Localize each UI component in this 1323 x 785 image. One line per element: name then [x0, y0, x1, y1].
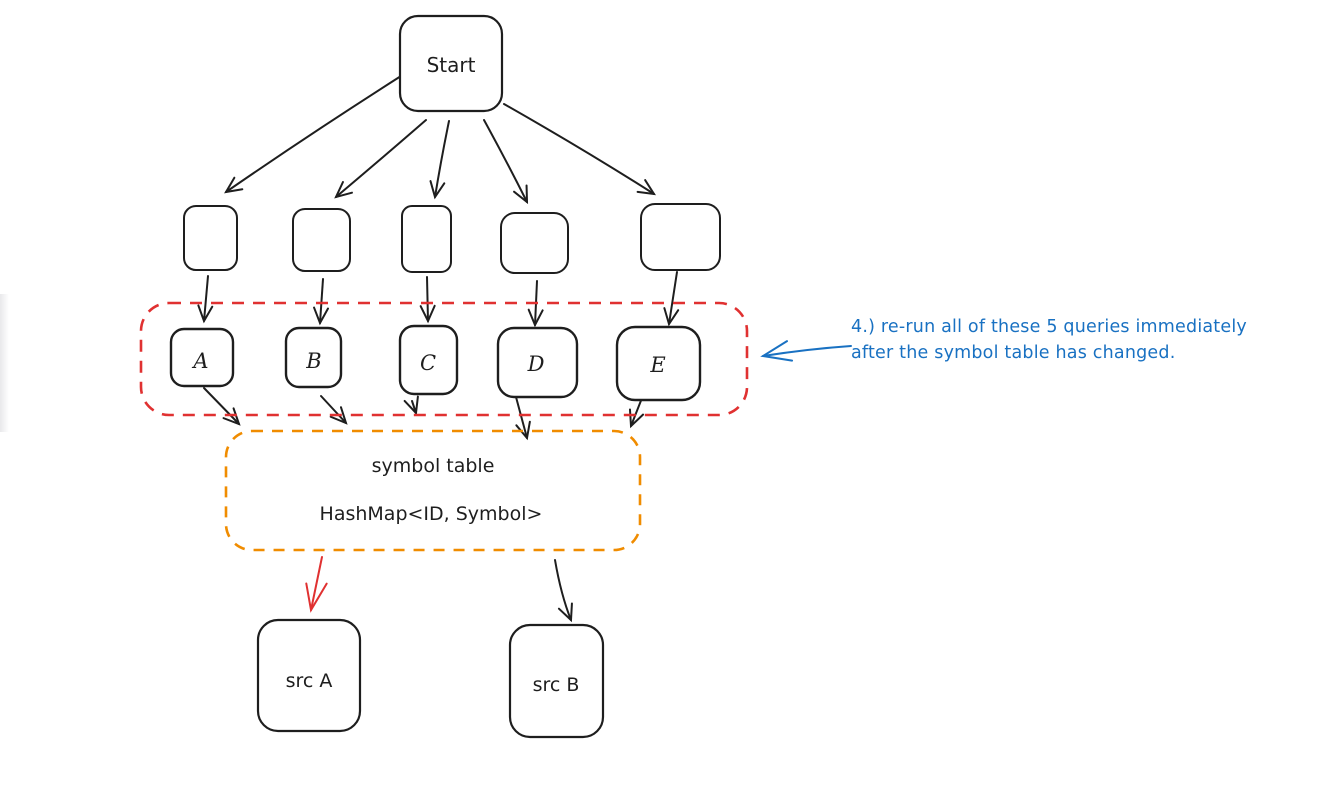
node-symbol-table[interactable]: symbol table HashMap<ID, Symbol>	[224, 429, 642, 552]
window-edge-artifact	[0, 294, 9, 432]
arrow-c-to-symbol-table[interactable]	[403, 395, 419, 416]
node-query-c-label: C	[420, 351, 436, 375]
annotation-line-1: 4.) re-run all of these 5 queries immedi…	[851, 317, 1247, 337]
query-box-1[interactable]	[183, 205, 238, 271]
node-query-a-label: A	[191, 349, 208, 373]
arrow-a-to-symbol-table[interactable]	[203, 387, 241, 426]
node-src-b-box	[508, 623, 605, 739]
node-src-b-label: src B	[533, 674, 580, 696]
arrow-query1-to-a[interactable]	[197, 275, 214, 324]
node-query-e[interactable]: E	[615, 325, 702, 402]
arrow-start-to-query5[interactable]	[503, 103, 656, 196]
node-query-e-box	[615, 325, 702, 402]
annotation-note[interactable]: 4.) re-run all of these 5 queries immedi…	[851, 314, 1247, 366]
node-query-b[interactable]: B	[284, 326, 343, 389]
node-query-a[interactable]: A	[169, 327, 235, 388]
rerun-group-outline[interactable]	[139, 301, 749, 417]
symbol-table-type: HashMap<ID, Symbol>	[320, 503, 543, 525]
node-query-c[interactable]: C	[398, 324, 459, 396]
arrow-b-to-symbol-table[interactable]	[320, 395, 348, 425]
node-query-d-box	[496, 326, 579, 399]
arrow-start-to-query1[interactable]	[224, 75, 402, 194]
arrow-start-to-query4[interactable]	[483, 119, 529, 205]
arrow-start-to-query3[interactable]	[429, 120, 450, 200]
node-src-a-box	[256, 618, 362, 733]
node-query-e-label: E	[649, 353, 665, 377]
symbol-table-title: symbol table	[372, 455, 495, 477]
annotation-arrow[interactable]	[760, 340, 852, 362]
arrow-query3-to-c[interactable]	[419, 276, 436, 324]
node-start-label: Start	[427, 53, 476, 77]
arrow-query5-to-e[interactable]	[663, 271, 680, 327]
node-query-c-box	[398, 324, 459, 396]
node-src-a[interactable]: src A	[256, 618, 362, 733]
query-box-4[interactable]	[500, 212, 569, 274]
node-query-b-label: B	[305, 349, 321, 373]
node-start[interactable]: Start	[398, 14, 504, 113]
query-box-5[interactable]	[640, 203, 721, 271]
arrow-d-to-symbol-table[interactable]	[515, 396, 531, 441]
arrow-symbol-table-to-src-a[interactable]	[305, 556, 328, 613]
node-src-b[interactable]: src B	[508, 623, 605, 739]
symbol-table-outline	[224, 429, 642, 552]
node-query-d[interactable]: D	[496, 326, 579, 399]
arrow-query2-to-b[interactable]	[313, 278, 330, 326]
node-start-box	[398, 14, 504, 113]
arrow-start-to-query2[interactable]	[334, 119, 427, 199]
query-box-2[interactable]	[292, 208, 351, 272]
node-query-b-box	[284, 326, 343, 389]
node-query-a-box	[169, 327, 235, 388]
query-box-3[interactable]	[401, 205, 452, 273]
annotation-line-2: after the symbol table has changed.	[851, 343, 1176, 363]
node-query-d-label: D	[527, 352, 545, 376]
arrow-e-to-symbol-table[interactable]	[628, 397, 645, 429]
node-src-a-label: src A	[286, 670, 333, 692]
arrow-symbol-table-to-src-b[interactable]	[554, 559, 573, 623]
